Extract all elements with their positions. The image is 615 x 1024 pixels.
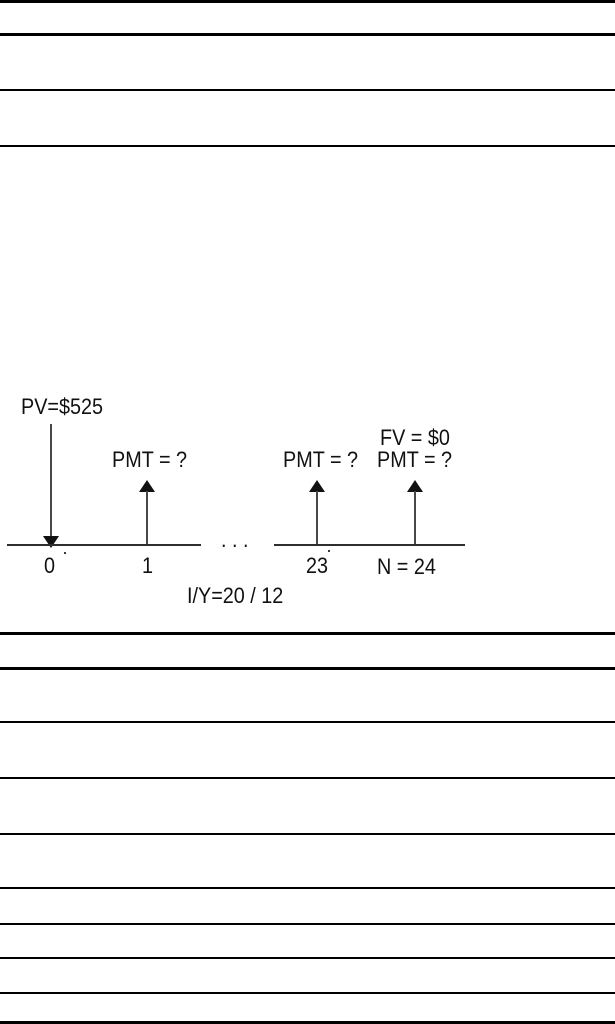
up-arrowhead-icon bbox=[407, 480, 423, 492]
pmt-up-arrow-1 bbox=[146, 491, 148, 545]
fv-label: FV = $0 bbox=[380, 425, 450, 450]
pv-label: PV=$525 bbox=[21, 394, 104, 419]
tick-label-23: 23 bbox=[306, 553, 329, 578]
ellipsis-dots: . . . bbox=[221, 527, 249, 552]
pmt-label-1: PMT = ? bbox=[112, 447, 188, 472]
tick-label-1: 1 bbox=[142, 553, 154, 578]
pmt-up-arrow-3 bbox=[414, 491, 416, 545]
horizontal-rule bbox=[0, 0, 615, 3]
pmt-label-3: PMT = ? bbox=[377, 447, 453, 472]
tick-label-n: N = 24 bbox=[377, 554, 436, 579]
horizontal-rule bbox=[0, 957, 615, 959]
rate-label: I/Y=20 / 12 bbox=[187, 583, 284, 608]
horizontal-rule bbox=[0, 923, 615, 925]
timeline-segment-right bbox=[274, 544, 465, 546]
horizontal-rule bbox=[0, 89, 615, 91]
horizontal-rule bbox=[0, 721, 615, 723]
timeline-segment-left bbox=[7, 544, 201, 546]
horizontal-rule bbox=[0, 992, 615, 994]
horizontal-rule bbox=[0, 833, 615, 835]
horizontal-rule bbox=[0, 1021, 615, 1024]
horizontal-rule bbox=[0, 667, 615, 670]
stray-mark bbox=[64, 552, 66, 554]
up-arrowhead-icon bbox=[309, 480, 325, 492]
stray-mark bbox=[328, 550, 330, 552]
horizontal-rule bbox=[0, 777, 615, 779]
down-arrowhead-icon bbox=[43, 536, 59, 548]
horizontal-rule bbox=[0, 145, 615, 147]
pv-down-arrow bbox=[50, 424, 52, 537]
tick-label-0: 0 bbox=[44, 553, 56, 578]
pmt-up-arrow-2 bbox=[316, 491, 318, 545]
pmt-label-2: PMT = ? bbox=[283, 447, 359, 472]
horizontal-rule bbox=[0, 887, 615, 889]
horizontal-rule bbox=[0, 33, 615, 36]
up-arrowhead-icon bbox=[139, 480, 155, 492]
horizontal-rule bbox=[0, 632, 615, 635]
